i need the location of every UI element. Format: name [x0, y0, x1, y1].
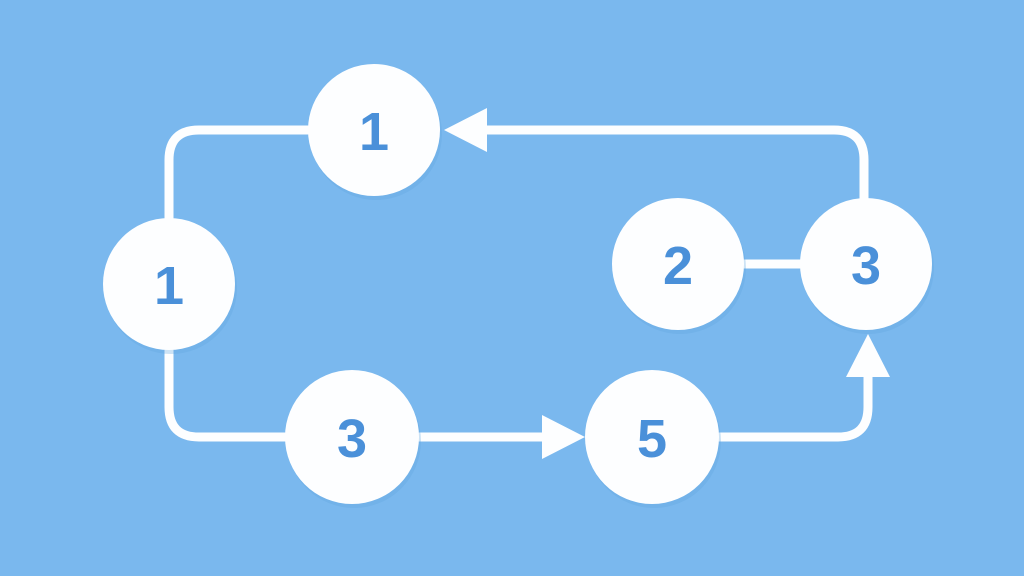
arrowhead-up-into-three-node [846, 334, 890, 377]
node-left[interactable]: 1 [103, 218, 237, 354]
node-label: 1 [359, 102, 389, 162]
node-top[interactable]: 1 [308, 64, 442, 200]
node-bottom-three[interactable]: 3 [285, 370, 421, 508]
node-layer: 1 1 2 3 [103, 64, 934, 508]
node-right-three[interactable]: 3 [800, 198, 934, 334]
edge-left-to-top [164, 125, 313, 223]
node-label: 5 [637, 409, 667, 469]
edge-five-to-right-three [714, 367, 873, 442]
node-circle[interactable] [612, 198, 744, 330]
arrowhead-right-into-five-node [542, 415, 585, 459]
node-circle[interactable] [308, 64, 440, 196]
arrowhead-left-into-top-node [444, 108, 487, 152]
node-bottom-five[interactable]: 5 [585, 370, 721, 508]
node-label: 2 [663, 236, 693, 296]
edge-layer [164, 108, 890, 459]
node-label: 3 [851, 236, 881, 296]
node-label: 1 [154, 256, 184, 316]
node-circle[interactable] [103, 218, 235, 350]
node-circle[interactable] [285, 370, 419, 504]
node-circle[interactable] [800, 198, 932, 330]
node-circle[interactable] [585, 370, 719, 504]
edge-right-three-to-top [479, 125, 869, 203]
edge-left-to-bottom-three [164, 345, 291, 442]
node-label: 3 [337, 409, 367, 469]
node-middle-two[interactable]: 2 [612, 198, 746, 334]
